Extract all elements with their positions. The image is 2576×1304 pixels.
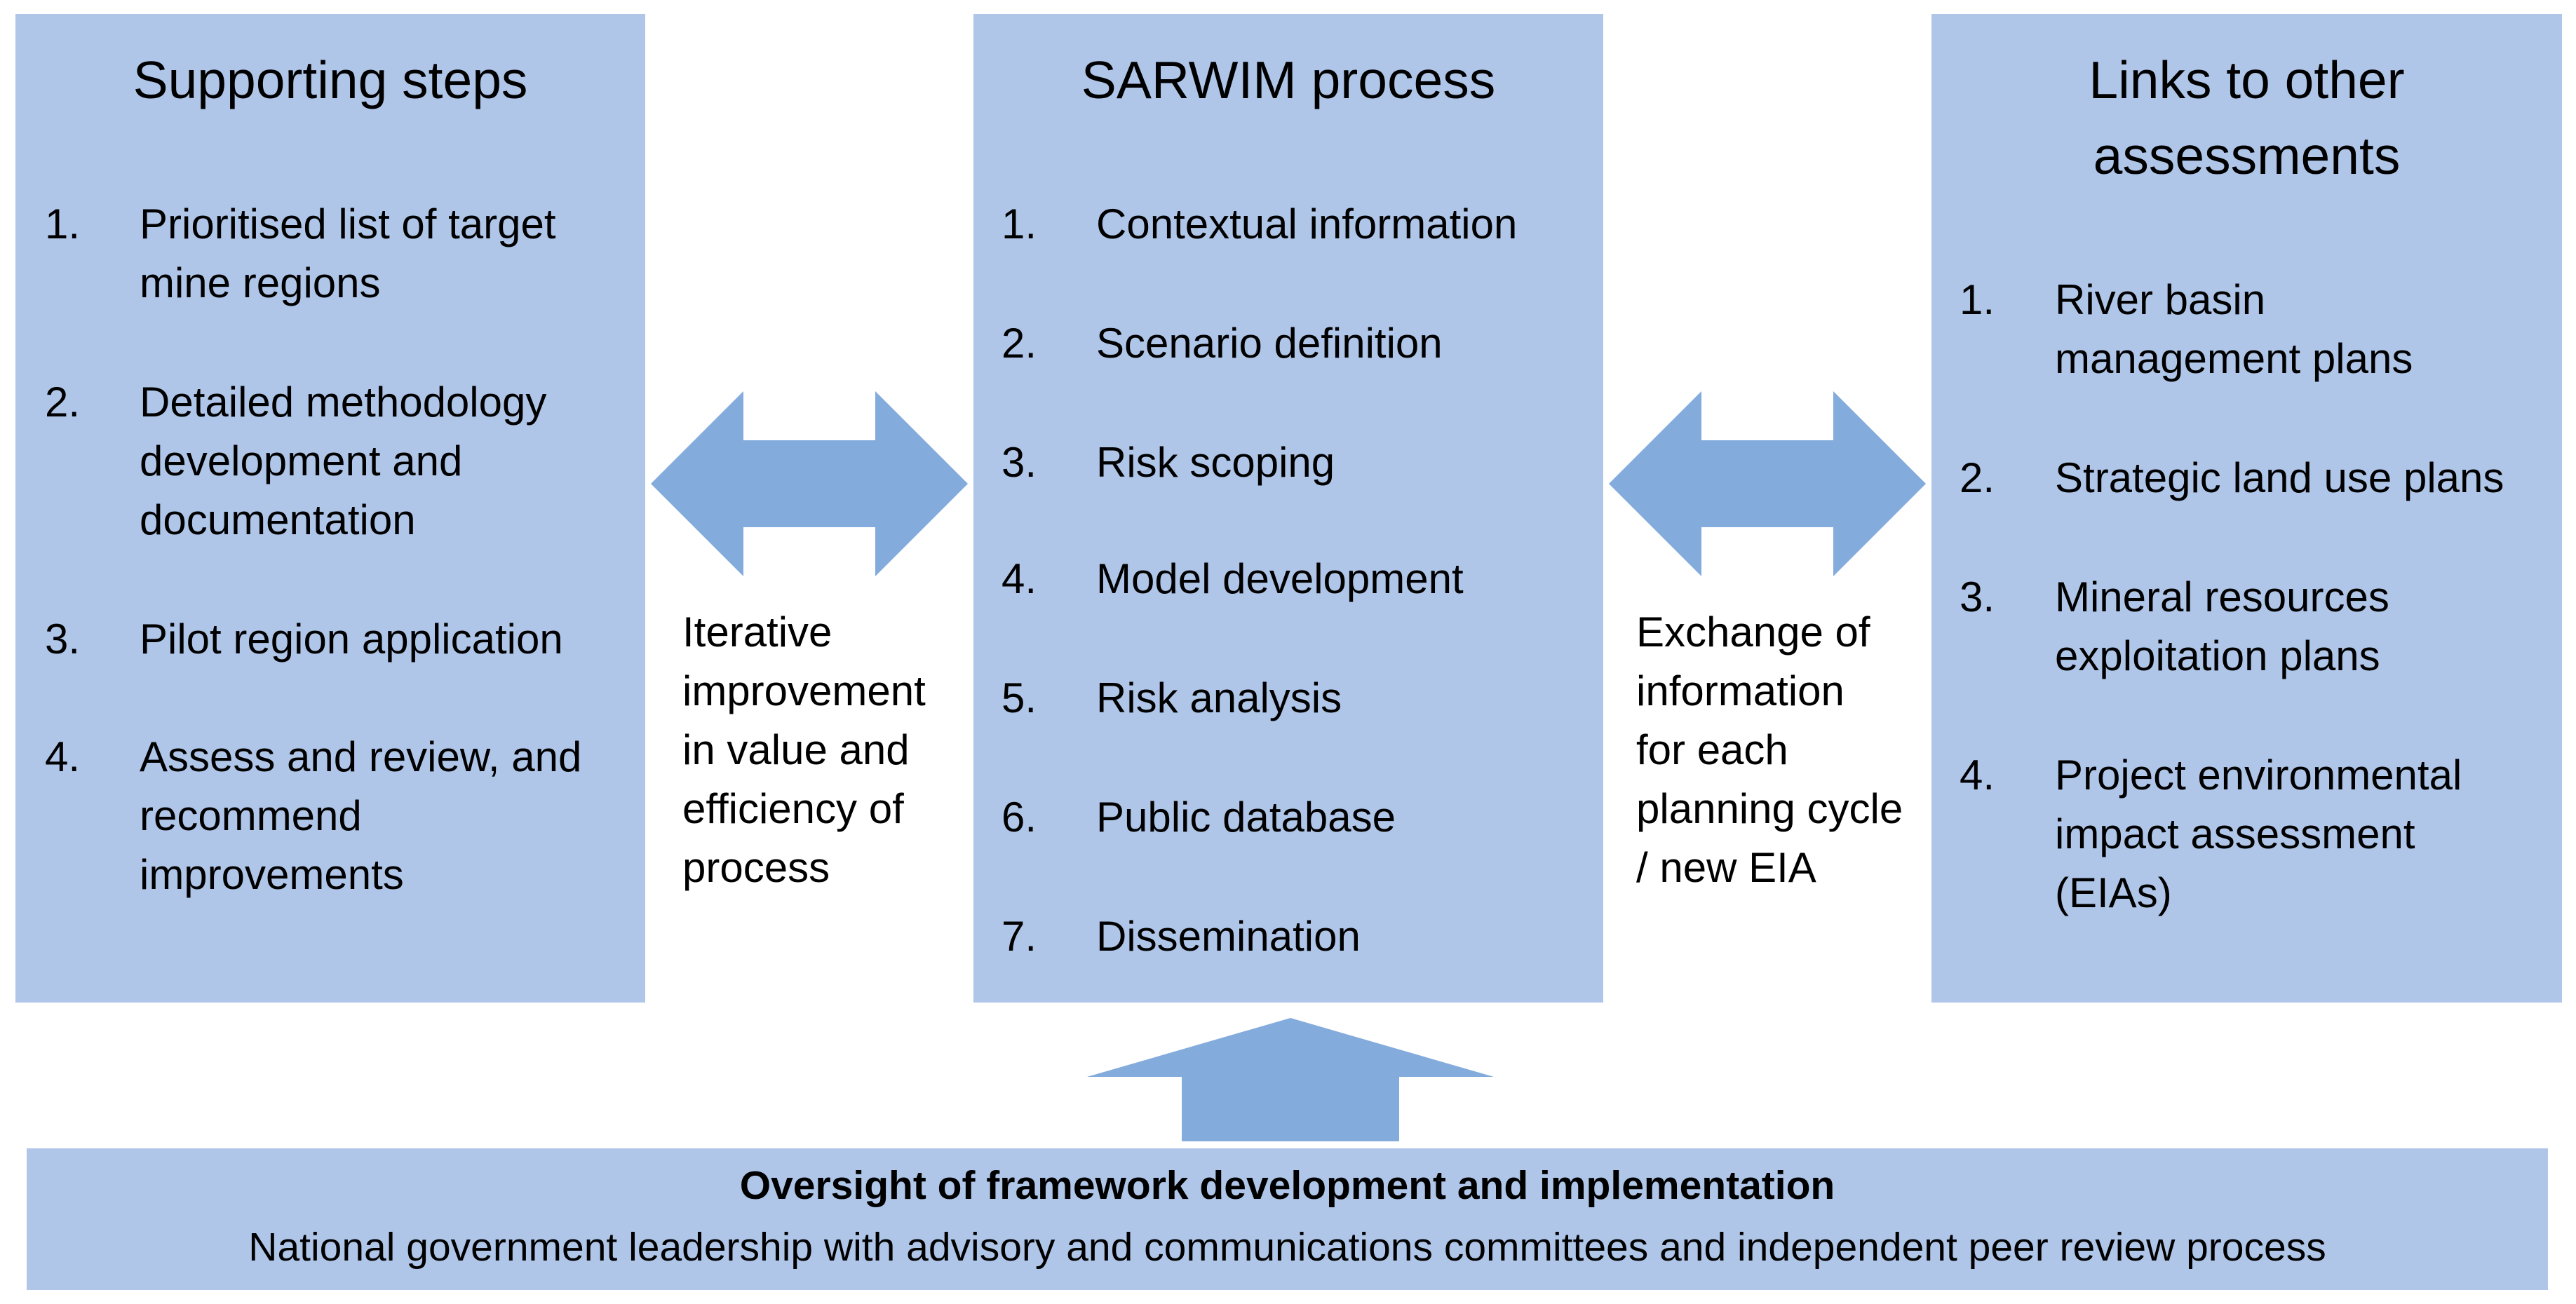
oversight-description: National government leadership with advi…	[248, 1225, 2326, 1270]
links-title: Links to other assessments	[2089, 50, 2405, 185]
supporting-steps-title: Supporting steps	[133, 50, 528, 109]
step-number: 3.	[45, 616, 81, 663]
left-double-arrow-icon	[651, 391, 968, 576]
step-text: Public database	[1096, 794, 1396, 841]
sarwim-process-box: SARWIM process 1. Contextual information…	[973, 14, 1603, 1003]
step-text: Scenario definition	[1096, 320, 1443, 367]
step-text: Risk scoping	[1096, 439, 1335, 486]
step-text: Mineral resources exploitation plans	[2055, 573, 2389, 679]
information-exchange-note: Exchange of information for each plannin…	[1636, 609, 1903, 891]
step-number: 3.	[1002, 439, 1037, 486]
step-text: Prioritised list of target mine regions	[140, 201, 556, 306]
oversight-title: Oversight of framework development and i…	[739, 1163, 1835, 1208]
step-text: Dissemination	[1096, 913, 1361, 960]
step-text: Model development	[1096, 555, 1464, 602]
step-number: 4.	[1960, 752, 1995, 799]
step-number: 1.	[1960, 276, 1995, 323]
step-text: Risk analysis	[1096, 674, 1342, 721]
step-number: 7.	[1002, 913, 1037, 960]
step-text: Strategic land use plans	[2055, 454, 2504, 501]
step-number: 3.	[1960, 573, 1995, 620]
up-arrow-icon	[1087, 1018, 1494, 1141]
iterative-improvement-note: Iterative improvement in value and effic…	[682, 609, 926, 891]
step-text: Contextual information	[1096, 201, 1518, 247]
step-text: Assess and review, and recommend improve…	[140, 733, 582, 898]
step-number: 2.	[1960, 454, 1995, 501]
step-text: Project environmental impact assessment …	[2055, 752, 2462, 916]
step-number: 6.	[1002, 794, 1037, 841]
step-number: 4.	[1002, 555, 1037, 602]
right-double-arrow-icon	[1609, 391, 1926, 576]
step-text: River basin management plans	[2055, 276, 2413, 382]
step-text: Detailed methodology development and doc…	[140, 379, 547, 543]
sarwim-process-title: SARWIM process	[1081, 50, 1496, 109]
step-number: 4.	[45, 733, 81, 780]
links-box: Links to other assessments 1. River basi…	[1931, 14, 2562, 1003]
step-number: 2.	[45, 379, 81, 426]
step-number: 2.	[1002, 320, 1037, 367]
oversight-box: Oversight of framework development and i…	[27, 1148, 2548, 1290]
step-number: 1.	[1002, 201, 1037, 247]
step-number: 5.	[1002, 674, 1037, 721]
step-number: 1.	[45, 201, 81, 247]
step-text: Pilot region application	[140, 616, 563, 663]
supporting-steps-box: Supporting steps 1. Prioritised list of …	[15, 14, 645, 1003]
